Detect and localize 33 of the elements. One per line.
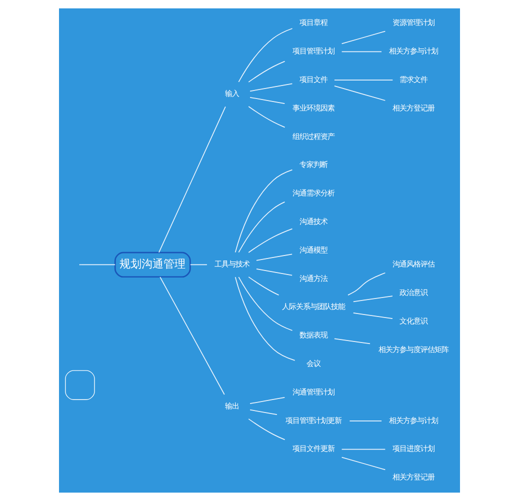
connector: [248, 60, 285, 82]
connector: [189, 264, 207, 266]
connector: [238, 276, 292, 331]
node-box: 规划沟通管理: [114, 252, 190, 278]
connector: [352, 312, 392, 319]
connector: [334, 86, 386, 101]
connector: [248, 418, 285, 440]
connector: [256, 254, 292, 261]
connector: [249, 83, 292, 92]
connector: [340, 448, 386, 450]
connector: [340, 30, 386, 44]
connector: [248, 106, 285, 128]
connector: [334, 80, 393, 81]
connector: [248, 276, 279, 296]
connector: [256, 268, 292, 276]
connector: [238, 28, 292, 82]
connector: [234, 276, 295, 361]
connector: [80, 264, 116, 266]
connector: [159, 276, 224, 395]
connector: [340, 456, 386, 470]
connector: [249, 397, 285, 404]
node-box: [64, 370, 94, 400]
connector: [249, 409, 277, 416]
connector: [334, 338, 370, 344]
connector: [248, 228, 292, 253]
connector: [234, 169, 292, 253]
connector: [352, 296, 392, 302]
connector: [340, 51, 382, 52]
connector: [347, 272, 386, 296]
connector: [238, 202, 285, 253]
connector: [249, 96, 285, 104]
connector: [158, 106, 226, 253]
connector: [348, 420, 382, 422]
